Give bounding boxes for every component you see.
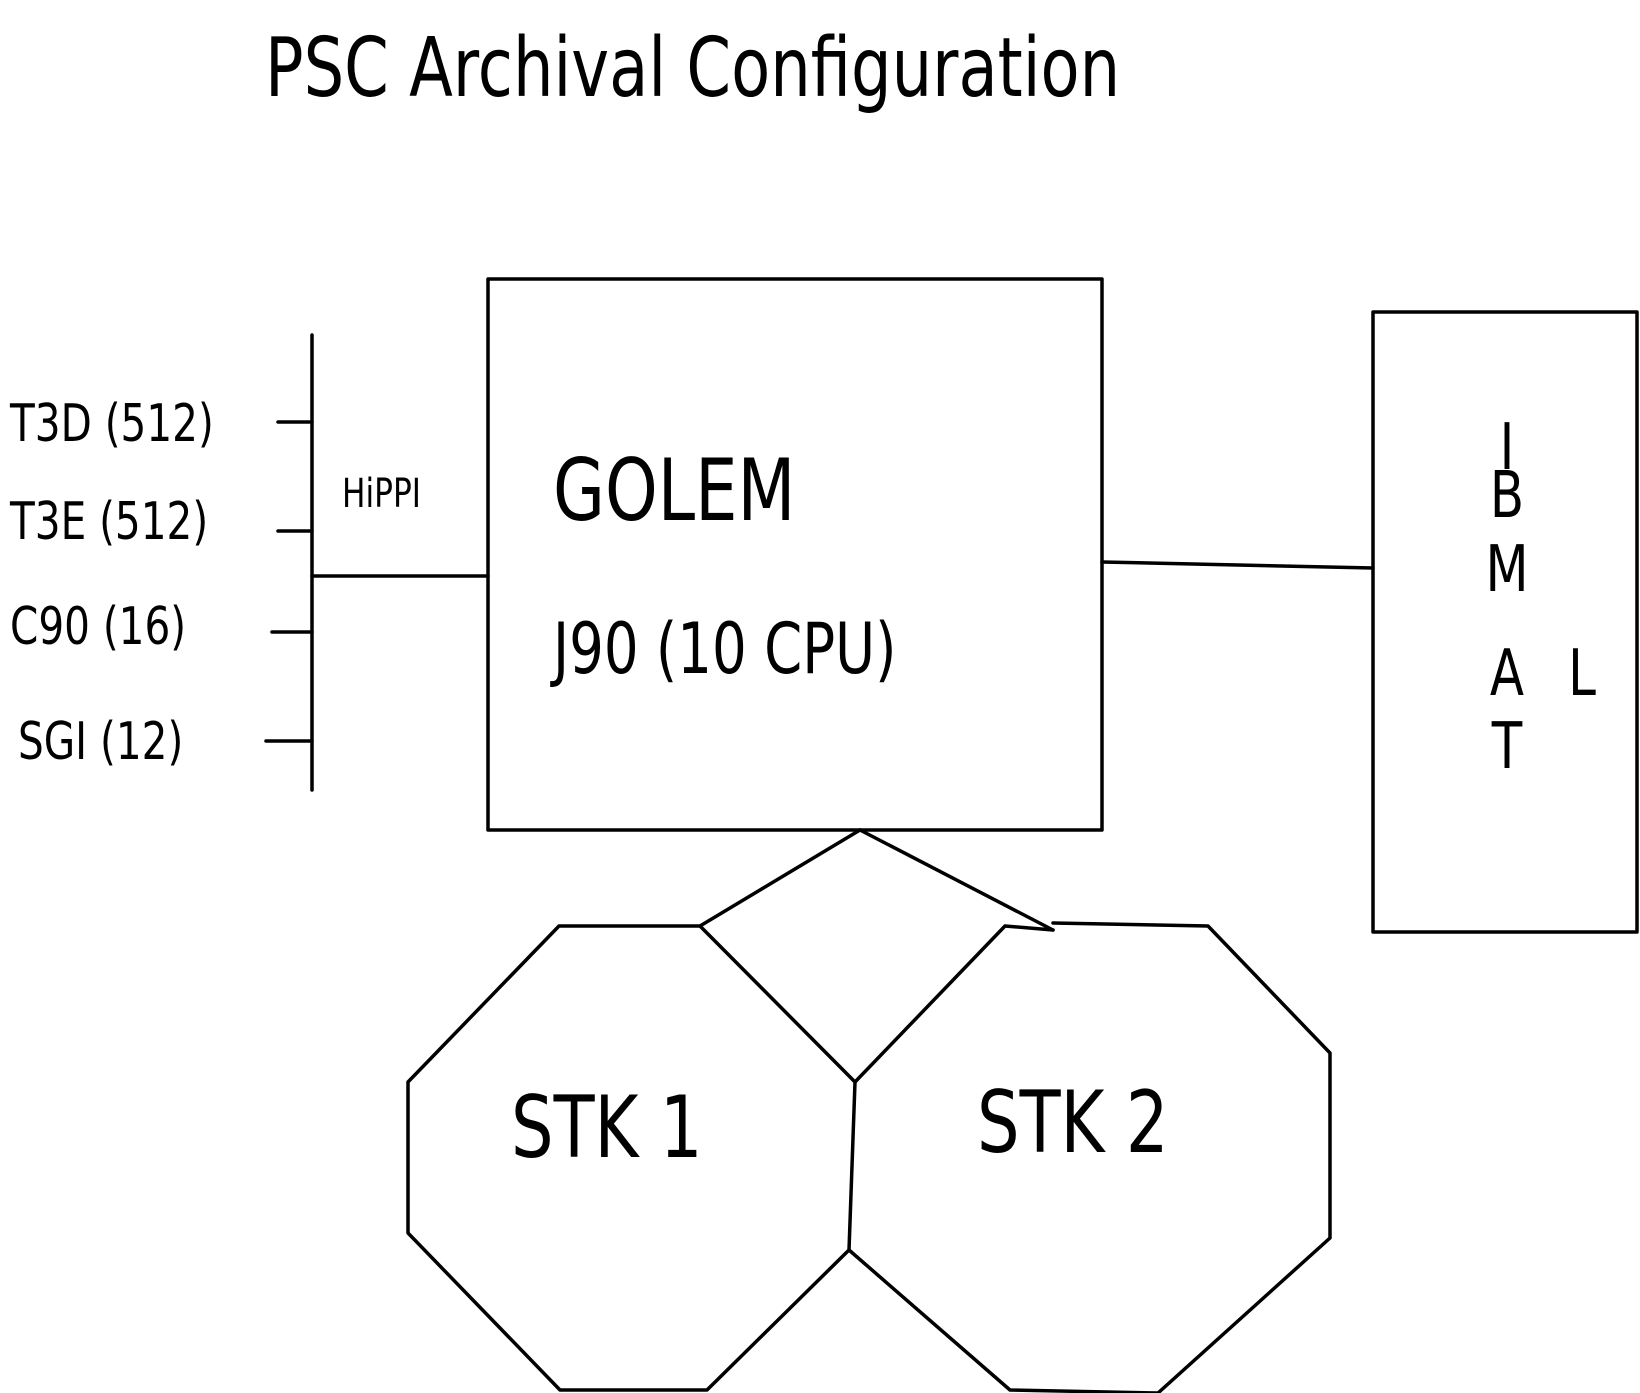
host-label-t3e: T3E (512)	[10, 492, 209, 552]
server-name: GOLEM	[553, 441, 796, 541]
host-label-sgi: SGI (12)	[18, 712, 184, 772]
silo-label-stk2: STK 2	[977, 1073, 1169, 1173]
golem-to-ibm-link	[1100, 560, 1375, 570]
ibm-letter-2: B	[1489, 459, 1525, 533]
silo-label-stk1: STK 1	[511, 1078, 703, 1178]
ibm-letter-3: M	[1485, 533, 1529, 607]
stk2-silo-octagon-top	[847, 921, 1332, 1393]
host-label-c90: C90 (16)	[10, 597, 187, 657]
server-model: J90 (10 CPU)	[553, 608, 897, 690]
golem-box	[486, 277, 1104, 832]
ibm-letter-1: I	[1499, 411, 1515, 485]
ibm-letter-side: L	[1568, 637, 1596, 711]
golem-to-stk2-link	[858, 828, 1055, 932]
ibm-letter-5: T	[1491, 710, 1523, 784]
hippi-label: HiPPI	[342, 471, 421, 517]
diagram-title: PSC Archival Configuration	[265, 21, 1121, 116]
ibm-box	[1371, 310, 1639, 934]
stk2-silo-octagon	[853, 924, 1055, 1084]
host-label-t3d: T3D (512)	[10, 394, 214, 454]
stk1-silo-octagon	[406, 924, 857, 1392]
ibm-letter-4: A	[1489, 637, 1525, 711]
golem-to-stk1-link	[698, 828, 862, 928]
